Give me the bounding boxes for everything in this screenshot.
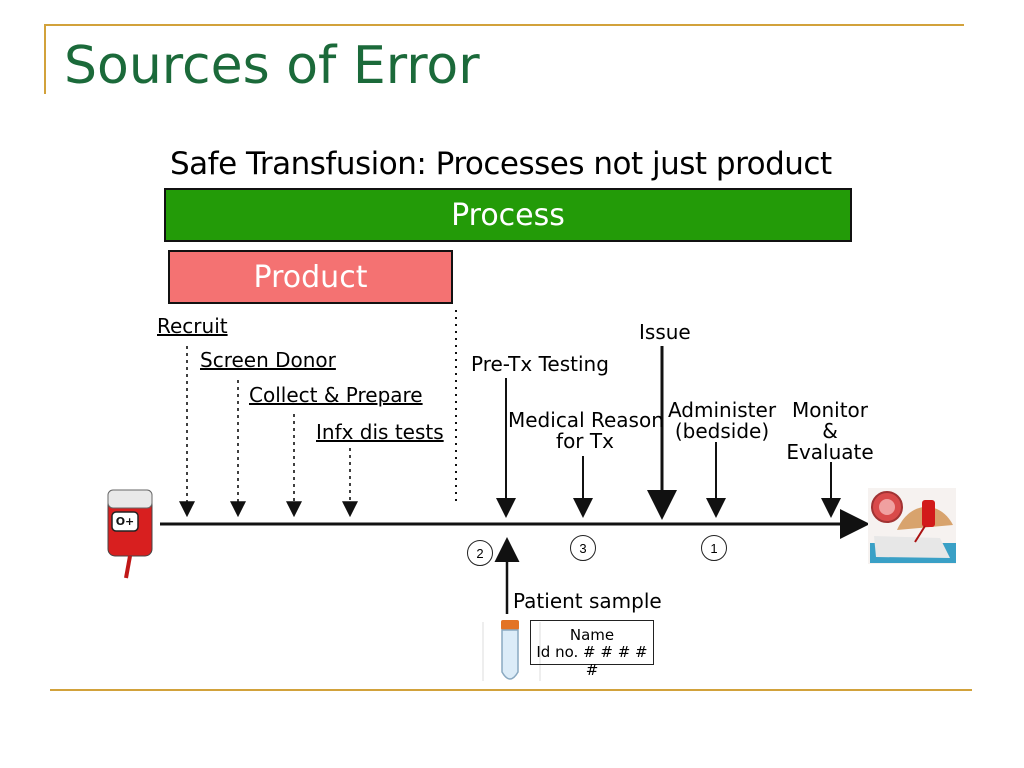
sample-name-line: Name <box>569 626 615 644</box>
step-monitor-evaluate: Monitor & Evaluate <box>785 400 875 463</box>
title-rule-left <box>44 24 46 94</box>
step-pretx-testing: Pre-Tx Testing <box>471 352 609 376</box>
error-rank-administer-value: 1 <box>710 540 718 556</box>
step-administer: Administer (bedside) <box>665 400 779 442</box>
monitor-line1: Monitor <box>791 398 869 422</box>
patient-sample-label: Patient sample <box>513 589 662 613</box>
slide-title: Sources of Error <box>64 36 480 96</box>
blood-bag-type: O+ <box>116 515 135 528</box>
product-bar-label: Product <box>253 259 368 295</box>
monitor-line2: & <box>822 419 838 443</box>
step-medical-reason: Medical Reason for Tx <box>508 408 664 453</box>
process-bar-label: Process <box>451 197 565 233</box>
error-rank-medical-value: 3 <box>579 540 587 556</box>
medical-reason-line1: Medical Reason <box>508 408 664 432</box>
error-rank-administer: 1 <box>701 535 727 561</box>
process-bar: Process <box>164 188 852 242</box>
sample-tube-icon <box>481 620 543 682</box>
blood-bag-icon: O+ <box>107 489 153 579</box>
error-rank-medical: 3 <box>570 535 596 561</box>
diagram-subtitle: Safe Transfusion: Processes not just pro… <box>170 146 832 182</box>
monitor-line3: Evaluate <box>786 440 874 464</box>
step-screen-donor: Screen Donor <box>200 348 336 372</box>
step-collect-prepare: Collect & Prepare <box>249 383 423 407</box>
error-rank-pretx: 2 <box>467 540 493 566</box>
medical-reason-line2: for Tx <box>556 429 614 453</box>
step-recruit: Recruit <box>157 314 228 338</box>
title-rule-top <box>44 24 964 26</box>
step-infx-dis-tests: Infx dis tests <box>316 420 444 444</box>
patient-bedside-icon <box>868 488 956 564</box>
error-rank-pretx-value: 2 <box>476 545 484 561</box>
step-issue: Issue <box>639 320 691 344</box>
sample-id-line: Id no. # # # # # <box>536 643 648 679</box>
administer-line2: (bedside) <box>674 419 770 443</box>
footer-rule <box>50 689 972 691</box>
sample-id-label: Name Id no. # # # # # <box>530 620 654 678</box>
product-bar: Product <box>168 250 453 304</box>
administer-line1: Administer <box>667 398 777 422</box>
